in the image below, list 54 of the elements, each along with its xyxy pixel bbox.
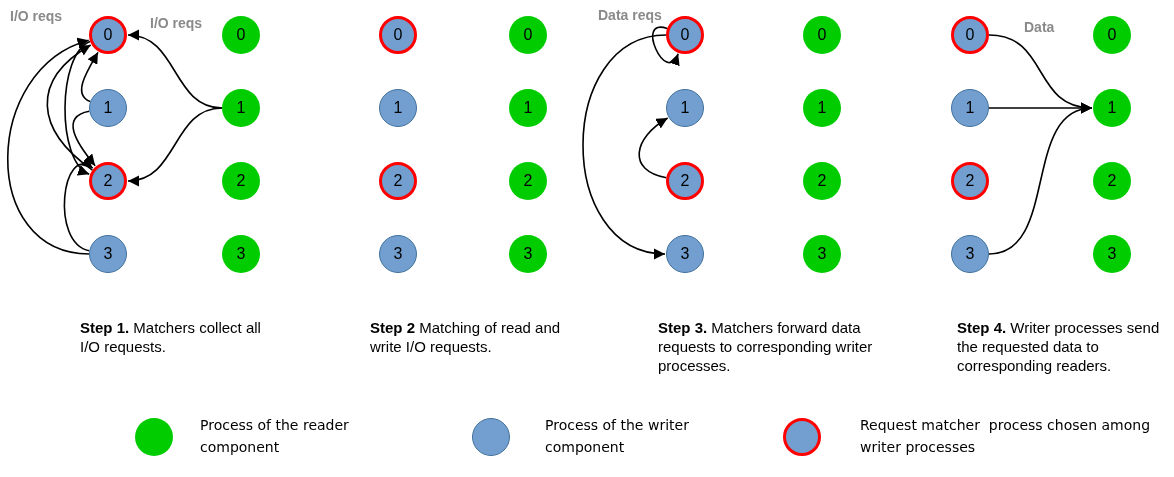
arrow [63,157,94,252]
process-circle: 3 [951,235,989,273]
process-circle: 1 [803,89,841,127]
process-circle: 3 [89,235,127,273]
arrow [651,26,679,67]
arrow [80,51,99,103]
process-circle: 0 [509,16,547,54]
process-circle: 0 [803,16,841,54]
arrow [638,117,669,179]
process-circle: 1 [379,89,417,127]
step-description: Step 2 Matching of read and write I/O requests. [370,318,562,356]
process-circle: 1 [951,89,989,127]
arrow [127,107,223,186]
process-circle: 0 [89,16,127,54]
process-circle: 3 [803,235,841,273]
process-circle: 2 [222,162,260,200]
process-circle: 0 [222,16,260,54]
process-circle: 0 [666,16,704,54]
process-circle: 3 [379,235,417,273]
process-circle: 2 [509,162,547,200]
process-circle: 1 [666,89,704,127]
process-circle: 1 [1093,89,1131,127]
legend-text: Process of the writer component [545,416,690,457]
process-circle: 2 [951,162,989,200]
process-circle: 2 [89,162,127,200]
process-circle: 2 [666,162,704,200]
arrow [72,110,96,167]
arrow [46,44,94,171]
arrow-label: I/O reqs [150,14,203,33]
process-circle: 3 [222,235,260,273]
process-circle: 0 [951,16,989,54]
process-circle: 3 [1093,235,1131,273]
process-circle: 0 [1093,16,1131,54]
legend-text: Process of the reader component [200,416,350,457]
arrow-label: Data [1024,18,1055,37]
step-description: Step 3. Matchers forward data requests to corresponding writer processes. [658,318,874,375]
process-circle: 1 [89,89,127,127]
step-description: Step 1. Matchers collect all I/O requests. [80,318,262,356]
process-circle: 3 [666,235,704,273]
process-circle: 3 [509,235,547,273]
arrow [582,34,667,258]
arrow [64,40,91,175]
arrow [988,104,1093,255]
process-circle: 2 [379,162,417,200]
process-circle: 2 [1093,162,1131,200]
arrow [6,39,90,255]
legend-text: Request matcher process chosen among writer processes [860,416,1152,457]
process-circle: 1 [222,89,260,127]
step-description: Step 4. Writer processes send the requested data to corresponding readers. [957,318,1161,375]
arrow-label: I/O reqs [10,7,63,26]
process-circle: 0 [379,16,417,54]
process-circle: 2 [803,162,841,200]
process-circle: 1 [509,89,547,127]
arrow-label: Data reqs [598,6,662,25]
